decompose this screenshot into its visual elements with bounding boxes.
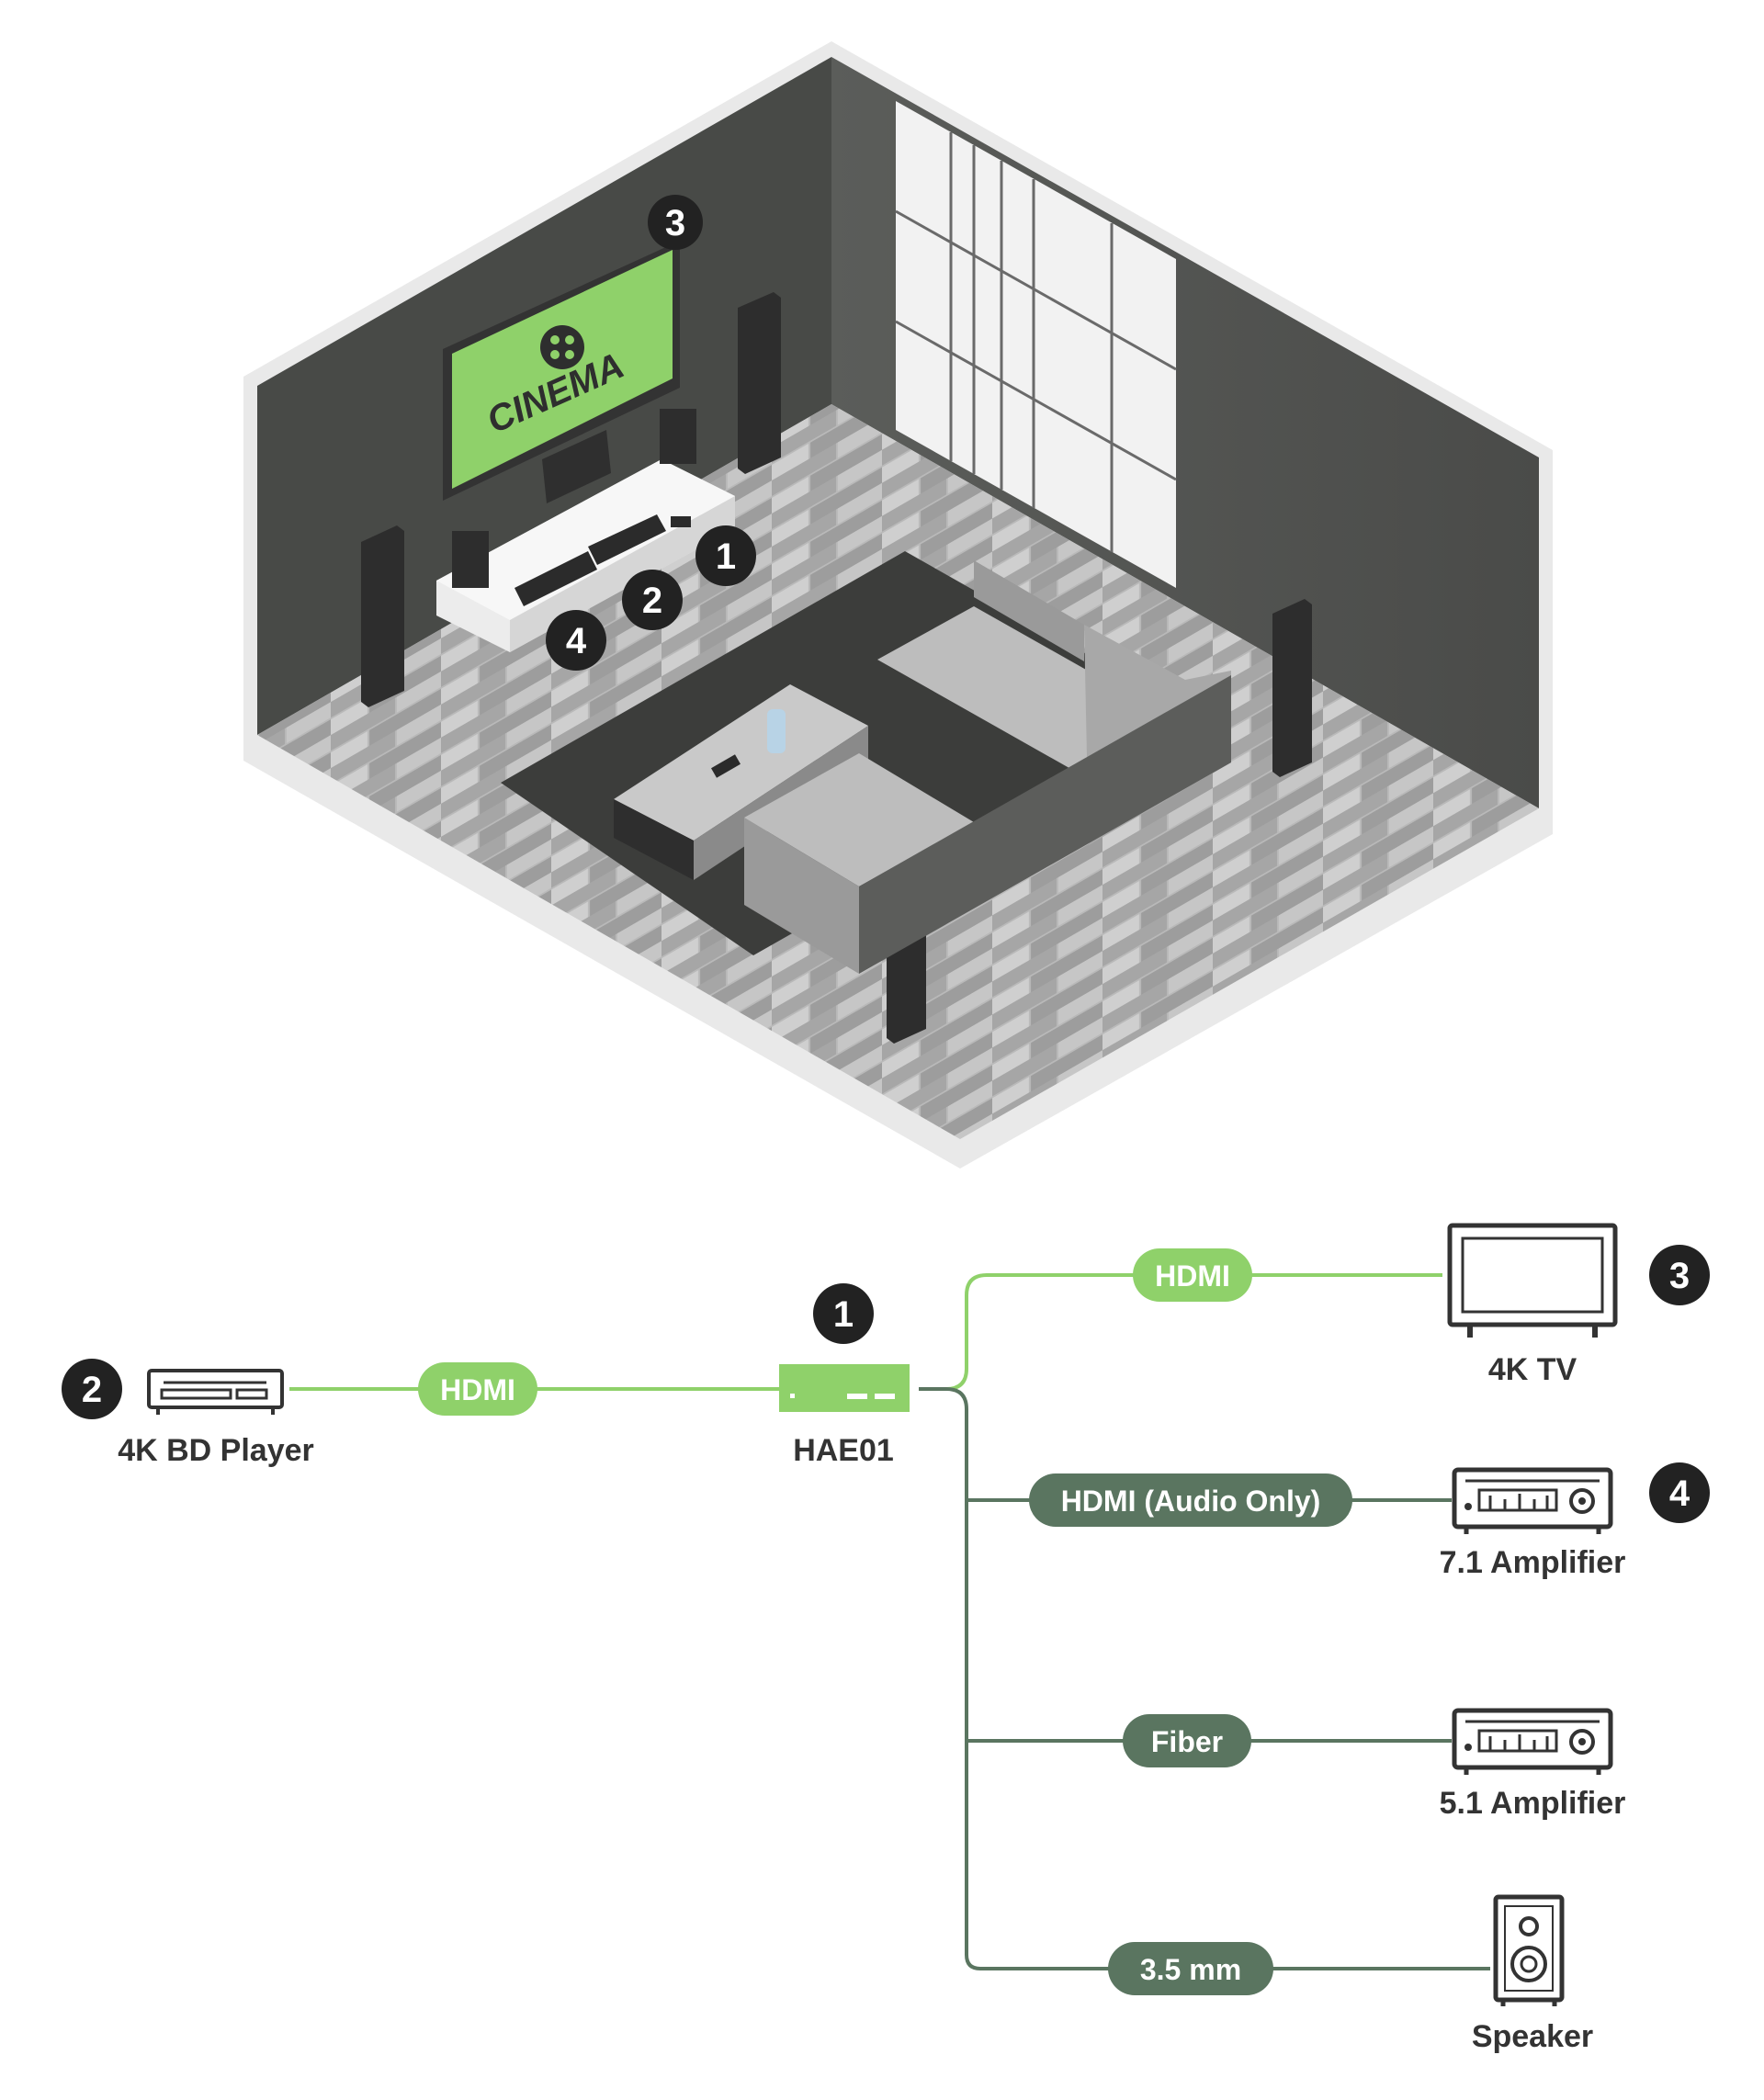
speaker-rear-right [1272, 599, 1312, 777]
tv-cable-label: HDMI [1155, 1259, 1230, 1293]
hub-label: HAE01 [793, 1433, 894, 1468]
speaker-front-left [361, 525, 404, 707]
amplifier-icon [1452, 1708, 1613, 1775]
tv-badge [1649, 1245, 1710, 1305]
room-scene: CINEMA 3 [243, 41, 1553, 1169]
film-reel-icon [540, 325, 584, 369]
scene-badge-3-text: 3 [665, 203, 685, 243]
tv-badge-text: 3 [1669, 1256, 1690, 1296]
wall-screen: CINEMA [443, 241, 680, 501]
speaker-front-right [738, 292, 781, 474]
speaker-cable-pill [1108, 1942, 1273, 1995]
bd-player-icon [147, 1369, 284, 1415]
hub-badge [813, 1283, 874, 1344]
amp51-label: 5.1 Amplifier [1440, 1786, 1626, 1821]
amp71-badge-text: 4 [1669, 1473, 1690, 1514]
sofa [744, 560, 1231, 974]
connection-diagram: 2 4K BD Player HDMI 1 HAE01 HDMI [62, 1223, 1710, 2054]
amp71-badge [1649, 1462, 1710, 1523]
scene-badge-4 [546, 610, 606, 671]
scene-badge-3 [648, 195, 703, 250]
scene-badge-4-text: 4 [566, 621, 587, 661]
speaker-icon [1493, 1894, 1565, 2006]
amp51-cable-label: Fiber [1151, 1725, 1223, 1758]
tv-cable-pill [1133, 1248, 1252, 1302]
scene-badge-1-text: 1 [716, 536, 736, 577]
source-badge-text: 2 [82, 1370, 102, 1410]
hae01-device-icon [779, 1364, 910, 1412]
speaker-small-right [660, 409, 696, 464]
source-label: 4K BD Player [118, 1433, 314, 1468]
amp71-cable-label: HDMI (Audio Only) [1061, 1485, 1321, 1518]
source-cable-pill [418, 1362, 537, 1416]
scene-badge-2 [622, 570, 683, 630]
speaker-label: Speaker [1472, 2019, 1593, 2054]
source-badge [62, 1359, 122, 1419]
tv-hdmi-line [919, 1273, 1442, 1391]
amp71-cable-pill [1029, 1473, 1352, 1527]
window [895, 101, 1177, 588]
scene-badge-2-text: 2 [642, 581, 662, 621]
speaker-cable-label: 3.5 mm [1140, 1953, 1241, 1986]
tv-icon [1447, 1223, 1618, 1338]
source-cable-label: HDMI [440, 1373, 515, 1406]
amp71-label: 7.1 Amplifier [1440, 1545, 1626, 1580]
hub-badge-text: 1 [833, 1294, 854, 1335]
amplifier-icon [1452, 1467, 1613, 1534]
speaker-small-left [452, 531, 489, 588]
audio-trunk-line [919, 1387, 1490, 1970]
tv-label: 4K TV [1488, 1352, 1577, 1387]
scene-badge-1 [695, 525, 756, 586]
amp51-cable-pill [1123, 1714, 1251, 1767]
